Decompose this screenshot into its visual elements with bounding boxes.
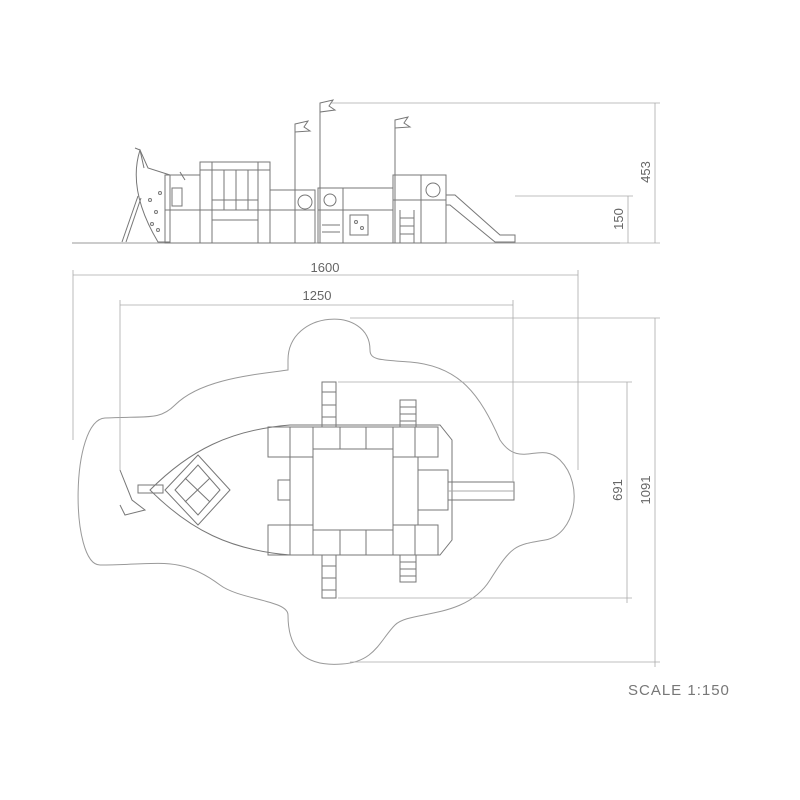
elevation-tower-2 (199, 161, 271, 244)
flag-1-icon (294, 120, 312, 133)
plan-upper-platforms (267, 426, 439, 458)
elevation-slide (446, 194, 516, 243)
plan-upper-ladder (321, 381, 337, 428)
plan-view-structure (119, 381, 515, 599)
elevation-tower-4 (317, 99, 344, 244)
dim-platform-height: 150 (611, 208, 626, 230)
plan-upper-steps (399, 399, 417, 428)
plan-lower-ladder (321, 554, 337, 599)
elevation-bow-climbing-wall (121, 147, 171, 243)
dim-overall-length: 1600 (311, 260, 340, 275)
plan-hull (149, 424, 453, 556)
safety-area-outline (77, 318, 575, 665)
plan-dimensions (72, 270, 660, 667)
elevation-tower-5 (342, 187, 394, 244)
side-elevation (72, 99, 620, 244)
dim-overall-width: 1091 (638, 476, 653, 505)
elevation-tower-1 (164, 171, 201, 244)
dim-equipment-length: 1250 (303, 288, 332, 303)
flag-3-icon (394, 116, 412, 129)
elevation-tower-7 (420, 174, 447, 244)
flag-2-icon (319, 99, 337, 113)
plan-bow-ladder (119, 469, 164, 516)
elevation-dimensions (330, 102, 660, 244)
elevation-tower-3 (269, 120, 316, 244)
dim-equipment-width: 691 (610, 479, 625, 501)
elevation-tower-6 (392, 116, 422, 244)
plan-lower-steps (399, 554, 417, 583)
scale-label: SCALE 1:150 (628, 682, 730, 699)
dim-overall-height: 453 (638, 161, 653, 183)
plan-side-connectors (277, 448, 449, 531)
plan-bow-climber (164, 454, 231, 526)
